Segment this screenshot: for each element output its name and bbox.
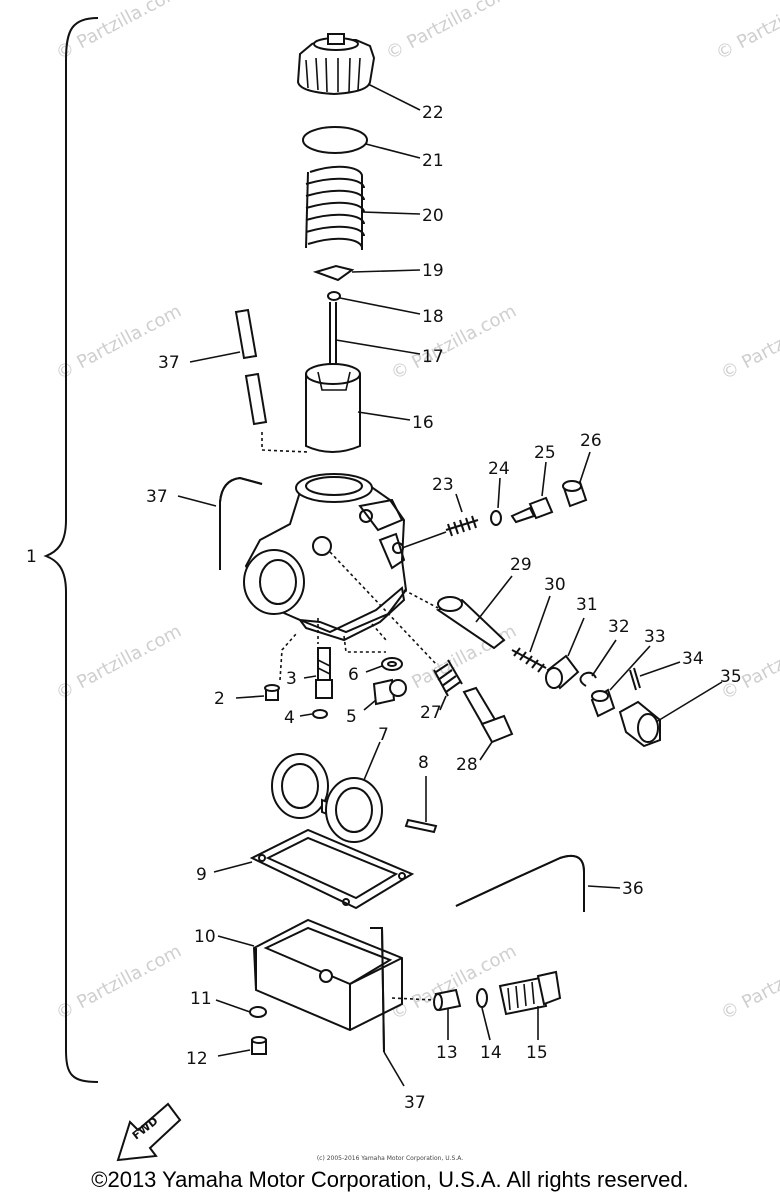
- watermark: © Partzilla.com: [712, 0, 780, 64]
- callout-8: 8: [418, 753, 429, 773]
- carburetor-body: [243, 473, 408, 642]
- callout-26: 26: [580, 431, 602, 451]
- watermark: © Partzilla.com: [387, 621, 520, 705]
- part-5-main-jet: 5: [346, 678, 407, 727]
- callout-29: 29: [510, 555, 532, 575]
- part-28-stop-screw: 28: [456, 686, 514, 775]
- callout-37-left: 37: [146, 487, 168, 507]
- callout-28: 28: [456, 755, 478, 775]
- part-8-float-pin: 8: [404, 753, 438, 834]
- part-13-fitting: 13: [391, 988, 462, 1063]
- part-37-vent-tube-left: 37: [146, 476, 263, 570]
- callout-18: 18: [422, 307, 444, 327]
- part-20-spring: 20: [305, 165, 444, 250]
- part-31-nut: 31: [545, 595, 598, 690]
- watermark: © Partzilla.com: [717, 301, 780, 385]
- assembly-brace: 1: [26, 17, 99, 1083]
- callout-20: 20: [422, 206, 444, 226]
- callout-19: 19: [422, 261, 444, 281]
- callout-32: 32: [608, 617, 630, 637]
- callout-25: 25: [534, 443, 556, 463]
- part-7-float: 7: [271, 725, 389, 843]
- part-37-vent-tube-upper: 37: [158, 308, 309, 453]
- callout-34: 34: [682, 649, 704, 669]
- callout-15: 15: [526, 1043, 548, 1063]
- callout-37-bottom: 37: [404, 1093, 426, 1113]
- part-22-cap: 22: [296, 33, 444, 123]
- watermark: © Partzilla.com: [387, 941, 520, 1025]
- part-29-plunger: 29: [403, 555, 532, 650]
- part-23-spring: 23: [401, 475, 479, 549]
- part-2-pilot-jet: 2: [214, 633, 297, 709]
- callout-14: 14: [480, 1043, 502, 1063]
- callout-6: 6: [348, 665, 359, 685]
- part-4-oring: 4: [284, 708, 328, 728]
- part-33-cap: 33: [590, 627, 666, 718]
- watermark: © Partzilla.com: [717, 621, 780, 705]
- part-18-needle-clip: 18: [327, 291, 444, 327]
- part-32-clip: 32: [579, 617, 630, 687]
- part-14-oring: 14: [476, 988, 502, 1063]
- callout-2: 2: [214, 689, 225, 709]
- part-3-needle-jet: 3: [286, 618, 333, 699]
- part-10-float-bowl: 10: [194, 918, 403, 1032]
- callout-23: 23: [432, 475, 454, 495]
- watermark-layer: © Partzilla.com © Partzilla.com © Partzi…: [52, 0, 780, 1024]
- callout-36: 36: [622, 879, 644, 899]
- part-36-overflow-tube: 36: [455, 854, 644, 912]
- part-12-screw: 12: [186, 1036, 267, 1069]
- part-27-spring: 27: [329, 551, 463, 723]
- callout-24: 24: [488, 459, 510, 479]
- callout-12: 12: [186, 1049, 208, 1069]
- watermark: © Partzilla.com: [52, 0, 185, 64]
- callout-22: 22: [422, 103, 444, 123]
- callout-1: 1: [26, 547, 37, 567]
- part-15-drain-plug: 15: [498, 970, 562, 1063]
- fwd-arrow-icon: FWD: [116, 1102, 182, 1162]
- part-6-washer: 6: [343, 623, 403, 685]
- callout-7: 7: [378, 725, 389, 745]
- callout-37-top: 37: [158, 353, 180, 373]
- callout-5: 5: [346, 707, 357, 727]
- part-21-oring: 21: [302, 126, 444, 171]
- copyright-notice: ©2013 Yamaha Motor Corporation, U.S.A. A…: [91, 1167, 689, 1192]
- callout-27: 27: [420, 703, 442, 723]
- part-35-cable-cap: 35: [618, 667, 742, 748]
- part-30-spring: 30: [511, 575, 566, 673]
- watermark: © Partzilla.com: [382, 0, 515, 64]
- callout-35: 35: [720, 667, 742, 687]
- watermark: © Partzilla.com: [717, 941, 780, 1025]
- callout-4: 4: [284, 708, 295, 728]
- watermark: © Partzilla.com: [52, 941, 185, 1025]
- part-19-clip: 19: [312, 261, 444, 282]
- callout-16: 16: [412, 413, 434, 433]
- callout-3: 3: [286, 669, 297, 689]
- callout-11: 11: [190, 989, 212, 1009]
- callout-9: 9: [196, 865, 207, 885]
- watermark: © Partzilla.com: [52, 621, 185, 705]
- callout-13: 13: [436, 1043, 458, 1063]
- part-37-vent-tube-bottom: 37: [370, 927, 426, 1113]
- watermark: © Partzilla.com: [387, 301, 520, 385]
- part-26-cap: 26: [562, 431, 602, 508]
- part-34-pin: 34: [629, 649, 704, 691]
- small-copyright: (c) 2005-2016 Yamaha Motor Corporation, …: [316, 1155, 464, 1162]
- part-9-gasket: 9: [196, 828, 415, 910]
- callout-31: 31: [576, 595, 598, 615]
- part-16-throttle-valve: 16: [305, 363, 434, 453]
- callout-30: 30: [544, 575, 566, 595]
- part-24-oring: 24: [488, 459, 510, 526]
- callout-10: 10: [194, 927, 216, 947]
- callout-33: 33: [644, 627, 666, 647]
- callout-17: 17: [422, 347, 444, 367]
- callout-21: 21: [422, 151, 444, 171]
- part-11-washer: 11: [190, 989, 267, 1018]
- part-25-pilot-screw: 25: [510, 443, 556, 524]
